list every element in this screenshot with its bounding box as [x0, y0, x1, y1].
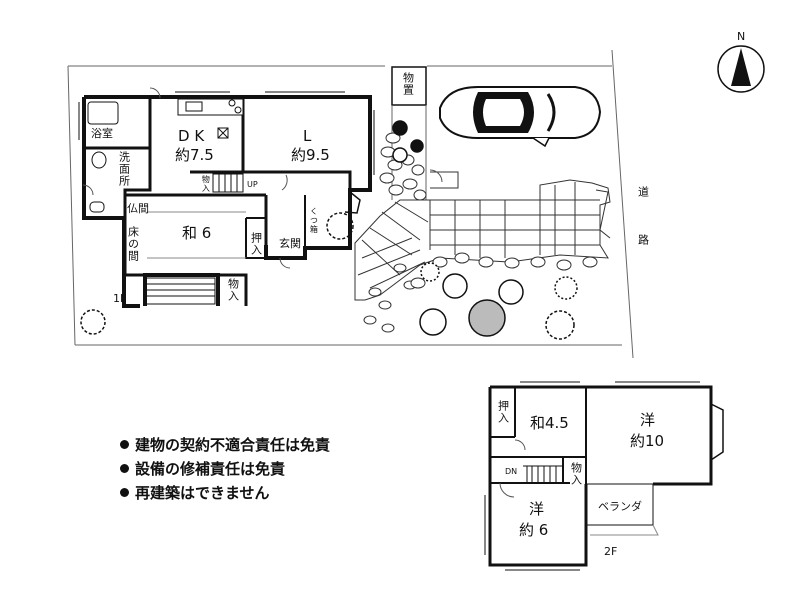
living-size: 約9.5	[291, 146, 330, 164]
genkan-label: 玄関	[279, 237, 301, 250]
oshiire-label: 押入	[249, 232, 263, 256]
western-large-label: 洋	[640, 411, 656, 429]
door-arcs-2f	[499, 439, 526, 498]
bay-window-2f	[710, 403, 724, 461]
house-1f	[82, 95, 372, 308]
bullet-icon	[120, 487, 129, 497]
compass-north-label: N	[737, 30, 746, 43]
stairs-1f	[144, 173, 244, 305]
washitsu-label: 和 6	[182, 224, 212, 242]
dk-label: D K	[178, 127, 205, 145]
living-label: L	[303, 127, 312, 145]
dk-size: 約7.5	[175, 146, 214, 164]
tree-icons	[80, 120, 578, 340]
shed-box	[391, 66, 427, 106]
wash-basin	[91, 151, 107, 169]
note-text: 設備の修補責任は免責	[135, 459, 286, 478]
stepping-stones	[363, 132, 427, 333]
door-arcs-1f	[82, 87, 443, 269]
compass-icon	[717, 45, 765, 93]
floor2-level-label: 2F	[604, 545, 618, 558]
bathtub	[87, 101, 119, 125]
tokonoma-label: 床の間	[126, 226, 140, 262]
note-item: 建物の契約不適合責任は免責	[120, 432, 330, 456]
storage-south-label: 物入	[226, 278, 240, 302]
western-large-size: 約10	[630, 432, 665, 450]
up-label: UP	[247, 180, 258, 189]
storage-small-label: 物入	[201, 175, 211, 193]
bay-window	[344, 191, 361, 214]
car-icon	[439, 86, 602, 148]
veranda-label: ベランダ	[598, 500, 642, 513]
disclaimer-notes: 建物の契約不適合責任は免責 設備の修補責任は免責 再建築はできません	[120, 432, 330, 504]
down-label: DN	[505, 467, 518, 476]
western-small-label: 洋	[529, 500, 545, 518]
note-item: 再建築はできません	[120, 480, 330, 504]
paving-area	[354, 179, 611, 301]
bullet-icon	[120, 463, 129, 473]
floor1-level-label: 1F	[113, 292, 127, 305]
gate-steps	[430, 171, 459, 189]
shoebox-label: くつ箱	[309, 207, 319, 234]
washroom-label: 洗面所	[117, 151, 131, 187]
butsuma-label: 仏間	[127, 202, 149, 215]
house-2f	[488, 385, 713, 567]
western-small-size: 約 6	[519, 521, 549, 539]
stairs-2f	[523, 465, 563, 483]
road-label: 道 路	[636, 186, 650, 257]
shed-label: 物置	[401, 72, 415, 96]
fridge-marker	[217, 127, 229, 139]
bath-label: 浴室	[91, 127, 113, 140]
note-item: 設備の修補責任は免責	[120, 456, 330, 480]
tatami-lines	[147, 211, 246, 259]
shrub-row	[410, 252, 598, 289]
site-boundary	[67, 49, 634, 359]
note-text: 建物の契約不適合責任は免責	[135, 435, 331, 454]
bullet-icon	[120, 439, 129, 449]
kitchen-counter	[177, 98, 244, 116]
toilet	[89, 201, 105, 213]
washitsu-2f-label: 和4.5	[530, 414, 569, 432]
storage-2f-label: 物入	[569, 462, 583, 486]
windows-1f	[78, 91, 375, 175]
oshiire-2f-label: 押入	[496, 400, 510, 424]
windows-2f	[484, 381, 700, 571]
note-text: 再建築はできません	[135, 483, 270, 502]
